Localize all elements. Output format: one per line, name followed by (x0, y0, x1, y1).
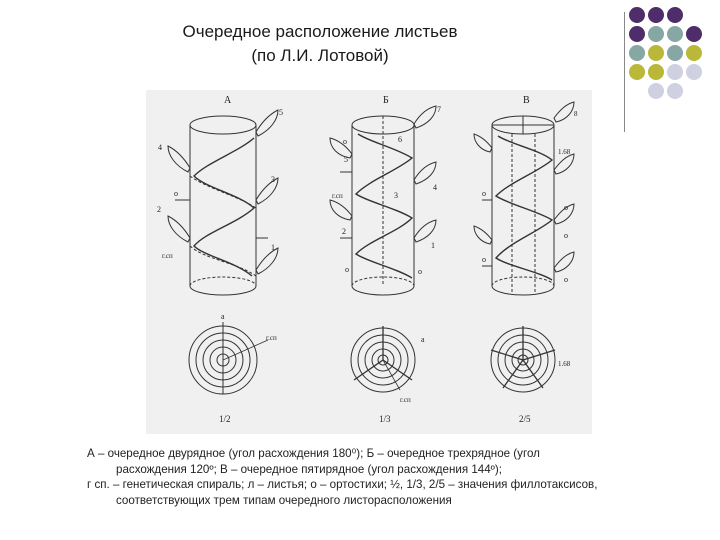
botanical-diagram: А 5 4 3 2 1 о г.сп (146, 90, 592, 434)
orthostichy-label: о (418, 267, 422, 276)
slide-title: Очередное расположение листьев (по Л.И. … (110, 20, 530, 68)
leaf-number: 2 (342, 227, 346, 236)
dot-lavender (648, 83, 664, 99)
leaf-number: 6 (398, 135, 402, 144)
orthostichy-label: о (564, 231, 568, 240)
phyllotaxis-fraction: 1/3 (379, 414, 391, 424)
leaf (256, 110, 278, 136)
dot-lavender (667, 83, 683, 99)
orthostichy-label: о (174, 189, 178, 198)
leaf-number: 4 (433, 183, 437, 192)
dot-teal (667, 45, 683, 61)
diagram-label: а (221, 312, 225, 321)
diagram-label: 1.68 (558, 148, 571, 156)
orthostichy-label: о (482, 255, 486, 264)
leaf (474, 134, 492, 152)
dot-purple (667, 7, 683, 23)
leaf-number: 3 (394, 191, 398, 200)
dot-purple (648, 7, 664, 23)
leaf-number: 5 (344, 155, 348, 164)
dot-teal (629, 45, 645, 61)
genetic-spiral (496, 136, 552, 280)
diagram-label: 1.68 (558, 360, 571, 368)
leaf (414, 220, 436, 242)
panel-c: В 8 1.68 о о о о о (474, 95, 578, 424)
caption-line-4: соответствующих трем типам очередного ли… (87, 493, 687, 509)
leaf (554, 252, 574, 272)
leaf (554, 102, 574, 122)
spiral-diagram-a (189, 322, 268, 394)
divider-line (624, 12, 625, 132)
diagram-label: а (421, 335, 425, 344)
spiral-label: г.сп (332, 192, 343, 200)
phyllotaxis-fraction: 2/5 (519, 414, 531, 424)
leaf (330, 200, 352, 220)
orthostichy-label: о (345, 265, 349, 274)
caption-line-2: расхождения 120º; В – очередное пятирядн… (87, 462, 687, 478)
dot-lavender (667, 64, 683, 80)
panel-label-a: А (224, 95, 232, 106)
spiral-diagram-b (351, 326, 415, 392)
spiral-label: г.сп (266, 334, 277, 342)
cylinder-bottom (492, 286, 554, 295)
caption-line-1: А – очередное двурядное (угол расхождени… (87, 446, 687, 462)
panel-a: А 5 4 3 2 1 о г.сп (157, 95, 283, 424)
dot-teal (667, 26, 683, 42)
genetic-spiral (356, 134, 412, 278)
spiral-label: г.сп (400, 396, 411, 404)
spiral-diagram-c (491, 326, 555, 392)
orthostichy-label: о (564, 275, 568, 284)
cylinder-bottom (190, 286, 256, 295)
spiral-label: г.сп (162, 252, 173, 260)
dot-purple (686, 26, 702, 42)
cylinder-top (190, 116, 256, 134)
leaf (168, 146, 190, 172)
title-line-1: Очередное расположение листьев (110, 20, 530, 44)
orthostichy-label: о (482, 189, 486, 198)
leaf-number: 1 (431, 241, 435, 250)
leaf (414, 106, 436, 128)
panel-label-c: В (523, 95, 530, 106)
title-line-2: (по Л.И. Лотовой) (110, 44, 530, 68)
genetic-spiral (194, 138, 254, 276)
panel-b: Б 7 6 5 4 3 2 1 о г.сп о о (330, 95, 441, 424)
leaf (554, 154, 574, 174)
caption-line-3: г сп. – генетическая спираль; л – листья… (87, 477, 687, 493)
leaf-number: 4 (158, 143, 162, 152)
dot-purple (629, 7, 645, 23)
orthostichy-label: о (564, 203, 568, 212)
leaf (474, 226, 492, 244)
leaf-number: 2 (157, 205, 161, 214)
dot-teal (648, 26, 664, 42)
leaf-number: 3 (271, 175, 275, 184)
cylinder-bottom-hidden (190, 277, 256, 286)
cylinder-bottom (352, 286, 414, 295)
panel-label-b: Б (383, 95, 389, 106)
leaf-number: 7 (437, 105, 441, 114)
dot-lavender (686, 64, 702, 80)
cylinder-bottom-hidden (492, 277, 554, 286)
leaf-arrangement-figure: А 5 4 3 2 1 о г.сп (146, 90, 592, 434)
leaf (168, 216, 190, 242)
diagram-label: 8 (574, 110, 578, 118)
orthostichy-label: о (343, 137, 347, 146)
leaf-number: 1 (271, 243, 275, 252)
dot-olive (629, 64, 645, 80)
dot-olive (686, 45, 702, 61)
leaf-number: 5 (279, 108, 283, 117)
leaf (330, 138, 352, 158)
phyllotaxis-fraction: 1/2 (219, 414, 231, 424)
figure-caption: А – очередное двурядное (угол расхождени… (87, 446, 687, 508)
dot-olive (648, 45, 664, 61)
leaf (414, 162, 436, 184)
dot-olive (648, 64, 664, 80)
dot-purple (629, 26, 645, 42)
